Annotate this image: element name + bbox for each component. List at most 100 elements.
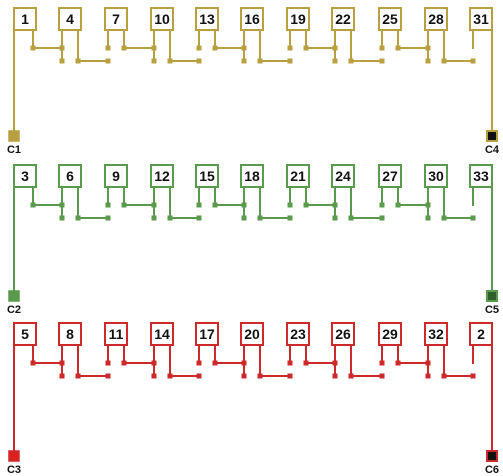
- junction-dot: [395, 360, 401, 366]
- terminal-box-label: 33: [473, 168, 489, 184]
- junction-dot: [348, 373, 354, 379]
- junction-dot: [425, 202, 431, 208]
- junction-dot: [257, 215, 263, 221]
- junction-dot: [151, 45, 157, 51]
- terminal-box-label: 7: [112, 11, 120, 27]
- junction-dot: [151, 202, 157, 208]
- junction-dot: [105, 202, 111, 208]
- junction-dot: [241, 45, 247, 51]
- terminal-box: [240, 7, 264, 31]
- terminal-box-label: 4: [66, 11, 74, 27]
- terminal-box: [104, 322, 128, 346]
- connector-label: C5: [485, 304, 499, 316]
- junction-dot: [59, 58, 65, 64]
- junction-dot: [241, 373, 247, 379]
- junction-dot: [196, 215, 202, 221]
- junction-dot: [395, 202, 401, 208]
- junction-dot: [59, 373, 65, 379]
- junction-dot: [332, 373, 338, 379]
- connector-terminal: [8, 130, 20, 142]
- terminal-box-label: 12: [154, 168, 170, 184]
- junction-dot: [105, 215, 111, 221]
- junction-dot: [167, 215, 173, 221]
- terminal-box-label: 9: [112, 168, 120, 184]
- junction-dot: [151, 58, 157, 64]
- terminal-box: [286, 7, 310, 31]
- junction-dot: [151, 373, 157, 379]
- terminal-box: [331, 164, 355, 188]
- junction-dot: [287, 215, 293, 221]
- terminal-box: [195, 164, 219, 188]
- terminal-box: [424, 164, 448, 188]
- terminal-box-label: 19: [290, 11, 306, 27]
- terminal-box: [469, 7, 493, 31]
- junction-dot: [425, 373, 431, 379]
- terminal-box: [58, 164, 82, 188]
- junction-dot: [257, 58, 263, 64]
- junction-dot: [425, 58, 431, 64]
- junction-dot: [348, 58, 354, 64]
- junction-dot: [196, 373, 202, 379]
- terminal-box: [13, 164, 37, 188]
- junction-dot: [241, 58, 247, 64]
- terminal-box: [150, 322, 174, 346]
- connector-terminal: [486, 290, 498, 302]
- junction-dot: [121, 45, 127, 51]
- junction-dot: [59, 360, 65, 366]
- terminal-box: [58, 322, 82, 346]
- terminal-box-label: 15: [199, 168, 215, 184]
- junction-dot: [167, 58, 173, 64]
- terminal-box-label: 2: [477, 326, 485, 342]
- terminal-box-label: 21: [290, 168, 306, 184]
- junction-dot: [332, 215, 338, 221]
- junction-dot: [425, 215, 431, 221]
- junction-dot: [379, 215, 385, 221]
- junction-dot: [212, 202, 218, 208]
- terminal-box-label: 25: [382, 11, 398, 27]
- connector-terminal: [8, 290, 20, 302]
- junction-dot: [379, 373, 385, 379]
- terminal-box-label: 16: [244, 11, 260, 27]
- terminal-box-label: 27: [382, 168, 398, 184]
- junction-dot: [59, 202, 65, 208]
- terminal-box-label: 24: [335, 168, 351, 184]
- junction-dot: [121, 360, 127, 366]
- junction-dot: [379, 58, 385, 64]
- junction-dot: [151, 360, 157, 366]
- junction-dot: [75, 373, 81, 379]
- junction-dot: [470, 373, 476, 379]
- terminal-box-label: 29: [382, 326, 398, 342]
- junction-dot: [257, 373, 263, 379]
- junction-dot: [425, 45, 431, 51]
- junction-dot: [441, 373, 447, 379]
- terminal-box: [469, 164, 493, 188]
- terminal-box: [331, 322, 355, 346]
- terminal-box: [378, 322, 402, 346]
- terminal-box-label: 22: [335, 11, 351, 27]
- junction-dot: [59, 45, 65, 51]
- terminal-box: [378, 164, 402, 188]
- junction-dot: [441, 215, 447, 221]
- junction-dot: [287, 45, 293, 51]
- junction-dot: [441, 58, 447, 64]
- junction-dot: [30, 360, 36, 366]
- junction-dot: [241, 202, 247, 208]
- terminal-box-label: 14: [154, 326, 170, 342]
- terminal-box: [286, 164, 310, 188]
- junction-dot: [75, 58, 81, 64]
- junction-dot: [212, 360, 218, 366]
- junction-dot: [151, 215, 157, 221]
- terminal-box: [58, 7, 82, 31]
- junction-dot: [332, 58, 338, 64]
- connector-label: C4: [485, 144, 500, 156]
- junction-dot: [241, 215, 247, 221]
- terminal-box-label: 32: [428, 326, 444, 342]
- terminal-box-label: 20: [244, 326, 260, 342]
- terminal-box-label: 30: [428, 168, 444, 184]
- terminal-box: [13, 322, 37, 346]
- terminal-box: [424, 7, 448, 31]
- terminal-box: [150, 7, 174, 31]
- junction-dot: [287, 58, 293, 64]
- terminal-box-label: 5: [21, 326, 29, 342]
- junction-dot: [379, 202, 385, 208]
